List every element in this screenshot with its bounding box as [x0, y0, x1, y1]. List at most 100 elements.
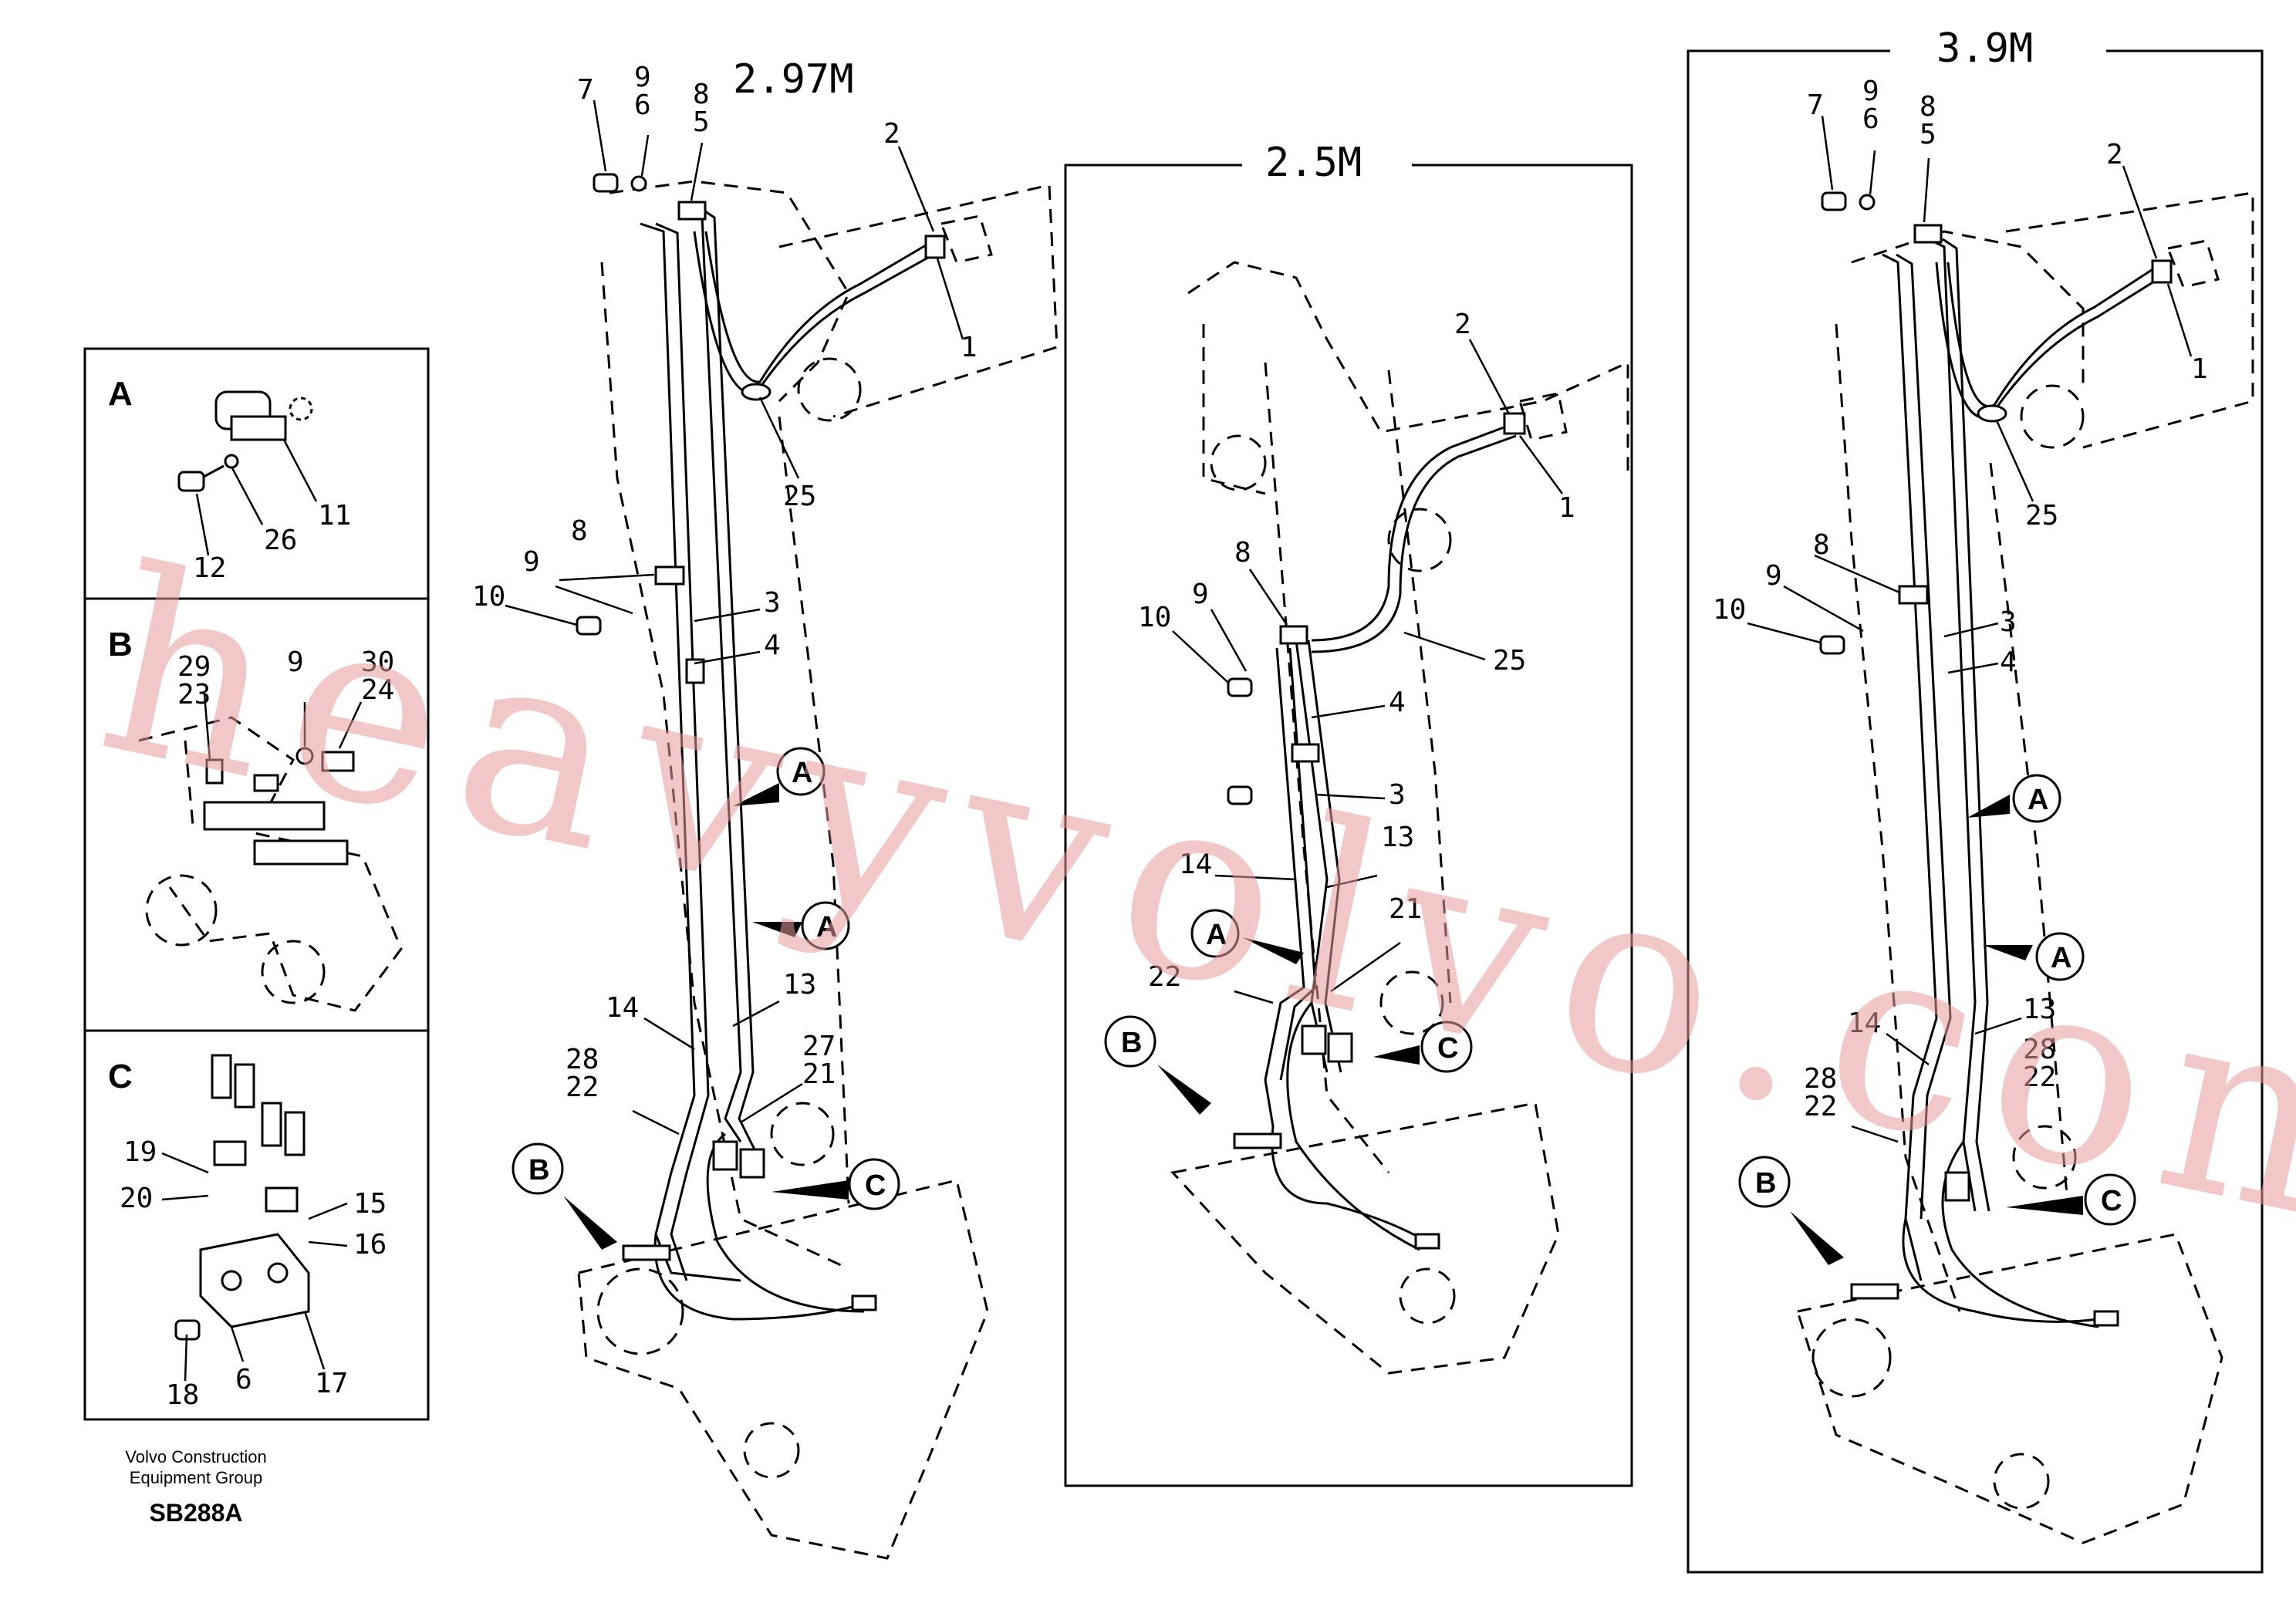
label-11: 11 — [318, 500, 351, 532]
detail-panel-c: C 19 20 15 16 18 — [108, 1054, 387, 1411]
label-21: 21 — [802, 1058, 836, 1090]
watermark: heavyvolvo.com — [80, 512, 2296, 1294]
label-22: 22 — [1148, 961, 1181, 993]
detail-letter-b: B — [108, 626, 133, 663]
callout-a: A — [1190, 909, 1304, 964]
label-22: 22 — [2023, 1061, 2056, 1093]
clamp-icon-8 — [654, 565, 685, 586]
detail-panels: A 11 12 26 B — [83, 347, 430, 1421]
bracket-icon — [1850, 1283, 1899, 1300]
svg-text:A: A — [1206, 919, 1227, 951]
callout-c: C — [772, 1158, 900, 1210]
label-22: 22 — [566, 1072, 599, 1103]
label-15: 15 — [353, 1188, 387, 1220]
callout-a-2: A — [752, 901, 850, 950]
label-1: 1 — [2191, 353, 2208, 385]
bracket-icon — [622, 1244, 671, 1261]
washer-icon — [1859, 194, 1876, 211]
label-9: 9 — [634, 62, 651, 93]
label-9: 9 — [1192, 579, 1209, 610]
label-9: 9 — [1862, 76, 1879, 107]
label-14: 14 — [1179, 849, 1212, 880]
fitting-end-icon — [2093, 1310, 2119, 1327]
label-6: 6 — [1862, 103, 1879, 135]
clamp-icon — [1913, 224, 1943, 244]
svg-text:A: A — [792, 757, 812, 789]
callout-b: B — [512, 1142, 617, 1250]
label-28b: 28 — [1804, 1063, 1837, 1095]
label-4: 4 — [764, 629, 781, 661]
fitting-end-icon — [1414, 1233, 1440, 1250]
label-8: 8 — [1234, 537, 1251, 569]
label-5: 5 — [693, 106, 710, 138]
bolt-icon — [1227, 677, 1253, 697]
fitting-end-icon — [851, 1294, 877, 1311]
label-20: 20 — [120, 1183, 153, 1214]
svg-text:C: C — [1437, 1032, 1458, 1065]
label-17: 17 — [315, 1368, 348, 1399]
label-4: 4 — [2000, 646, 2017, 678]
label-13: 13 — [1381, 822, 1414, 853]
label-1: 1 — [1558, 492, 1575, 524]
manifold-icon — [1944, 1171, 1970, 1202]
manifold-icon-2 — [1327, 1032, 1353, 1063]
bolt-icon-10 — [1819, 635, 1845, 655]
detail-letter-c: C — [108, 1058, 133, 1095]
detail-panel-b: B 29 23 9 30 24 — [108, 626, 403, 1012]
view-25m: 2.5M — [1064, 140, 1633, 1487]
label-29: 29 — [177, 651, 211, 683]
label-21: 21 — [1389, 893, 1422, 925]
label-2: 2 — [1454, 309, 1471, 340]
label-25: 25 — [2025, 500, 2058, 532]
svg-text:B: B — [1755, 1167, 1776, 1200]
label-8b: 8 — [1813, 529, 1830, 561]
label-8: 8 — [693, 79, 710, 110]
bolt-icon-10 — [576, 616, 602, 636]
label-6: 6 — [634, 89, 651, 121]
label-25: 25 — [1493, 645, 1526, 677]
label-10: 10 — [472, 581, 505, 613]
label-12: 12 — [193, 552, 226, 584]
label-2: 2 — [883, 118, 900, 150]
bracket-icon — [1233, 1132, 1282, 1149]
label-23: 23 — [177, 679, 211, 710]
label-30: 30 — [361, 646, 394, 678]
svg-text:A: A — [2028, 784, 2048, 816]
label-24: 24 — [361, 674, 394, 706]
label-13: 13 — [783, 969, 816, 1001]
label-28: 28 — [2023, 1034, 2056, 1065]
drawing-code: SB288A — [150, 1499, 243, 1527]
svg-text:A: A — [816, 911, 837, 943]
label-22b: 22 — [1804, 1091, 1837, 1122]
label-7: 7 — [1807, 89, 1824, 121]
svg-text:A: A — [2051, 942, 2071, 974]
bolt-icon — [1821, 191, 1847, 211]
fitting-icon — [2151, 259, 2173, 284]
manifold-icon — [1301, 1024, 1327, 1055]
company-line-2: Equipment Group — [130, 1468, 262, 1487]
label-2: 2 — [2106, 139, 2123, 170]
label-9b: 9 — [523, 546, 540, 578]
callout-a-2: A — [1983, 932, 2085, 981]
view-title-25m: 2.5M — [1265, 140, 1362, 186]
manifold-icon-2 — [739, 1148, 765, 1179]
fitting-icon-4 — [685, 658, 705, 684]
bolt-icon — [593, 173, 619, 193]
clamp-icon — [677, 201, 707, 221]
clamp-icon-8 — [1898, 585, 1929, 605]
svg-text:B: B — [1121, 1027, 1142, 1059]
label-4: 4 — [1389, 687, 1406, 718]
view-297m: 2.97M — [472, 56, 1059, 1560]
callout-b: B — [1738, 1156, 1844, 1265]
clamp-icon — [1279, 625, 1308, 645]
company-line-1: Volvo Construction — [125, 1447, 266, 1466]
label-5: 5 — [1920, 119, 1936, 150]
label-8b: 8 — [571, 515, 588, 547]
label-25: 25 — [783, 481, 816, 512]
label-1: 1 — [961, 332, 977, 363]
bracket-part-icon — [138, 716, 403, 1012]
label-26: 26 — [264, 525, 297, 556]
label-3: 3 — [1389, 779, 1406, 811]
manifold-part-icon — [174, 1054, 310, 1341]
